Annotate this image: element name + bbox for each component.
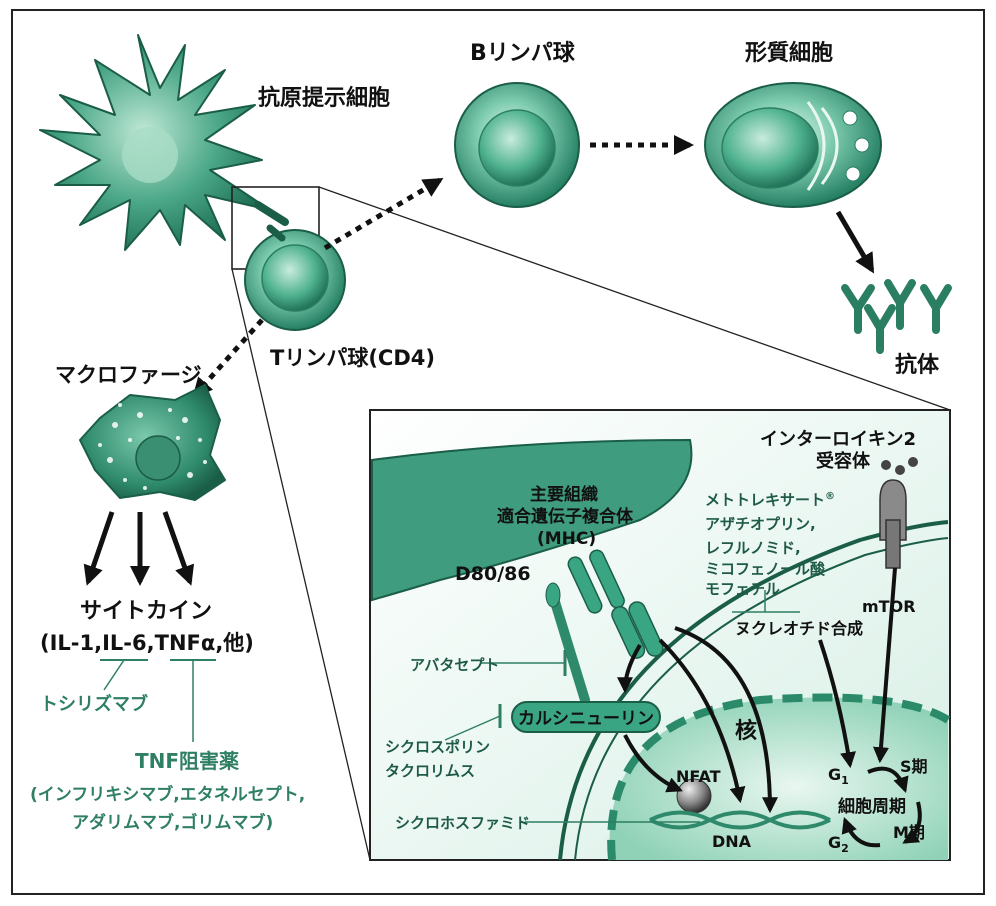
cytokine-list: (IL-1,IL-6,TNFα,他) — [40, 631, 254, 655]
g1-label: G1 — [828, 765, 849, 787]
nucleus-label: 核 — [735, 718, 757, 744]
dna-label: DNA — [712, 832, 752, 851]
cyclosporine-label: シクロスポリン — [385, 738, 490, 756]
mycophenolate-line1: ミコフェノール酸 — [705, 560, 826, 578]
antibody-label: 抗体 — [895, 352, 940, 378]
azathioprine-label: アザチオプリン, — [705, 515, 816, 533]
mhc-label-line3: (MHC) — [537, 529, 596, 549]
g2-label: G2 — [828, 833, 849, 855]
tnf-drugs-line2: アダリムマブ,ゴリムマブ) — [72, 812, 273, 833]
m-phase-label: M期 — [893, 823, 925, 842]
tacrolimus-label: タクロリムス — [385, 762, 475, 780]
b-cell — [454, 82, 580, 208]
antibody-icons — [841, 279, 952, 354]
antigen-presenting-cell — [39, 34, 289, 251]
nucleotide-synthesis-label: ヌクレオチド合成 — [735, 619, 863, 638]
il2-receptor-line1: インターロイキン2 — [760, 429, 916, 450]
b-cell-label: Bリンパ球 — [470, 41, 576, 66]
tocilizumab-label: トシリズマブ — [40, 693, 148, 715]
nfat-label: NFAT — [676, 767, 721, 786]
il2-receptor-line2: 受容体 — [816, 450, 871, 472]
apc-label: 抗原提示細胞 — [258, 85, 390, 111]
methotrexate-label: メトトレキサート® — [705, 491, 835, 509]
tnf-inhibitor-label: TNF阻害薬 — [135, 749, 239, 773]
leflunomide-label: レフルノミド, — [705, 539, 801, 557]
tocilizumab-line — [103, 659, 125, 691]
calcineurin-label: カルシニューリン — [518, 709, 654, 729]
mhc-label-line2: 適合遺伝子複合体 — [497, 506, 634, 527]
inset-panel — [369, 409, 951, 861]
t-to-b-arrow — [323, 177, 444, 251]
t-to-macrophage-arrow — [192, 318, 264, 398]
tnf-alpha-label: TNFα — [155, 631, 216, 655]
inhibitor-lines — [444, 590, 800, 823]
macrophage — [79, 384, 226, 501]
plasma-to-antibody-arrow — [835, 210, 875, 274]
cytokine-arrow-1 — [83, 511, 115, 586]
cyclophosphamide-label: シクロホスファミド — [395, 814, 530, 832]
mtor-label: mTOR — [862, 597, 916, 616]
cell-cycle-label: 細胞周期 — [838, 796, 906, 817]
mhc-label-line1: 主要組織 — [530, 484, 598, 505]
abatacept-label: アバタセプト — [410, 656, 499, 674]
macrophage-label: マクロファージ — [55, 363, 202, 387]
mycophenolate-line2: モフェチル — [705, 580, 780, 598]
t-cell-label: Tリンパ球(CD4) — [270, 346, 435, 370]
zoom-line-top — [318, 186, 951, 411]
cytokine-arrow-3 — [162, 511, 195, 586]
s-phase-label: S期 — [900, 757, 928, 776]
d80-86-label: D80/86 — [455, 563, 531, 585]
t-cell — [244, 224, 346, 331]
zoom-line-bottom — [231, 268, 371, 861]
inset-arrows — [617, 567, 922, 848]
tnf-drugs-line1: (インフリキシマブ,エタネルセプト, — [30, 784, 305, 805]
cytokine-label: サイトカイン — [80, 599, 212, 624]
plasma-cell-label: 形質細胞 — [745, 40, 833, 66]
plasma-cell — [704, 82, 882, 208]
il6-label: IL-6 — [102, 631, 147, 655]
